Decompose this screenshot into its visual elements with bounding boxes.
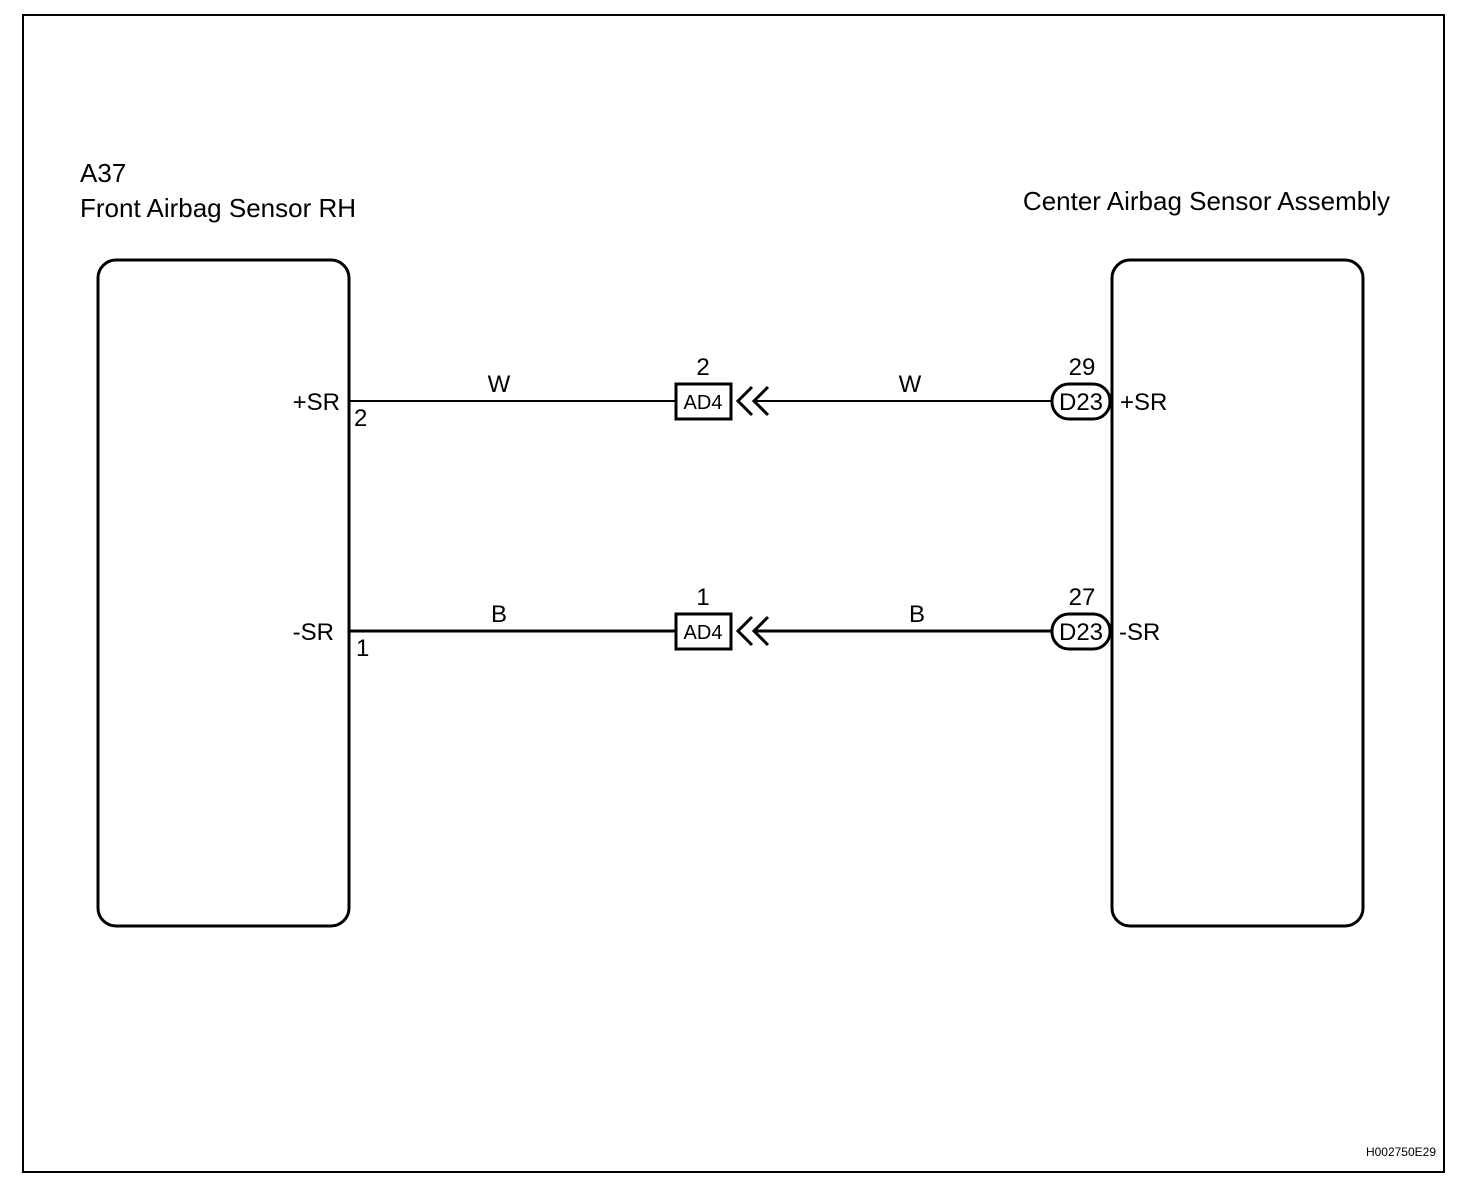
wire-plus-sr: +SR 2 W 2 AD4 W 29 D23 +SR [293,354,1168,432]
left-terminal-signal: +SR [293,389,340,416]
junction-connector-code: AD4 [684,622,723,644]
wire-color-left: W [488,371,511,398]
wire-color-left: B [491,601,507,628]
left-component-code: A37 [80,158,126,188]
right-component-box [1110,258,1365,928]
right-connector-capsule [1050,382,1112,421]
right-component-name: Center Airbag Sensor Assembly [1023,186,1390,216]
wire-color-right: B [909,601,925,628]
wire-color-right: W [899,371,922,398]
right-connector-code: D23 [1059,389,1103,416]
right-connector-capsule [1050,612,1112,651]
figure-code: H002750E29 [1366,1145,1436,1159]
left-terminal-pin: 1 [356,635,369,662]
right-terminal-signal: -SR [1119,619,1160,646]
right-connector-code: D23 [1059,619,1103,646]
wire-minus-sr: -SR 1 B 1 AD4 B 27 D23 -SR [293,584,1161,662]
junction-connector-box [674,382,733,421]
junction-connector-box [674,612,733,651]
right-terminal-signal: +SR [1120,389,1167,416]
left-terminal-signal: -SR [293,619,334,646]
junction-pin: 1 [696,584,709,611]
right-terminal-pin: 27 [1069,584,1096,611]
left-component-name: Front Airbag Sensor RH [80,193,356,223]
junction-connector-code: AD4 [684,392,723,414]
left-component-box [96,258,351,928]
diagram-frame [22,14,1445,1173]
right-terminal-pin: 29 [1069,354,1096,381]
junction-pin: 2 [696,354,709,381]
left-terminal-pin: 2 [354,405,367,432]
